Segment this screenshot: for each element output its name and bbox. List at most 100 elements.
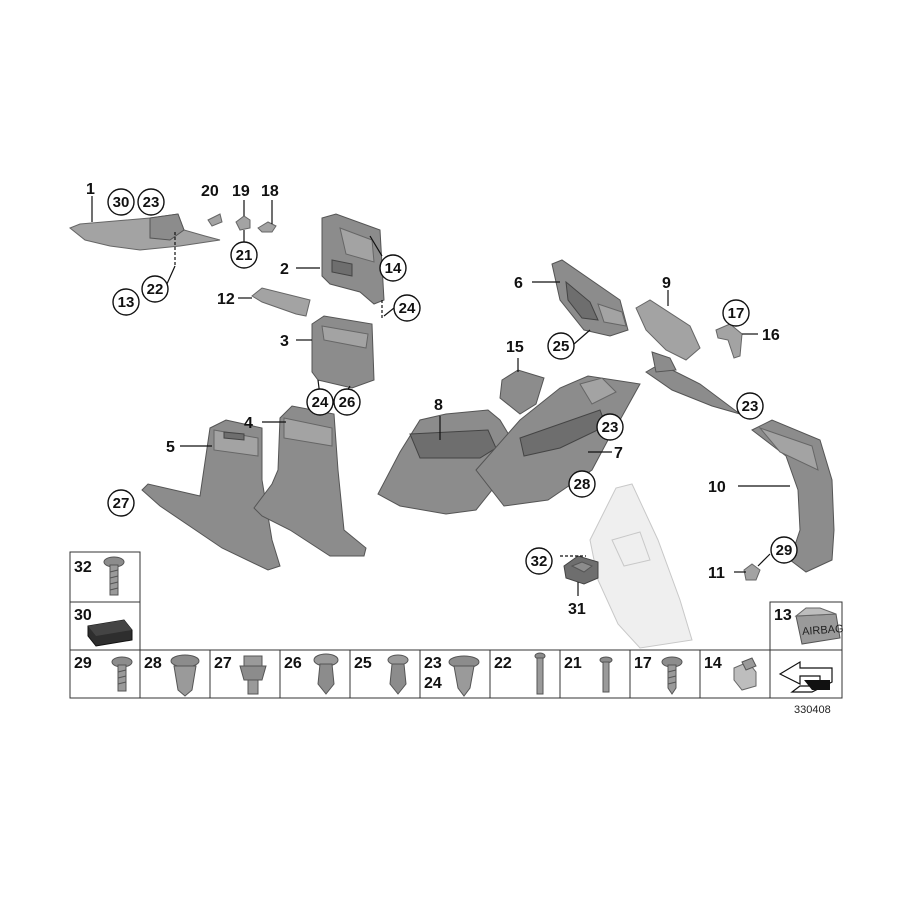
- callout-9: 9: [662, 275, 671, 292]
- callout-23: 23: [602, 419, 619, 436]
- callout-14: 14: [385, 260, 402, 277]
- grid-label-14: 14: [704, 655, 722, 672]
- callout-29: 29: [776, 542, 793, 559]
- screw-22-icon: [534, 652, 546, 695]
- part-19-clip: [235, 215, 251, 231]
- part-7-rear-side-trim-right: [475, 375, 641, 507]
- clip-28-icon: [170, 654, 200, 697]
- grid-label-27: 27: [214, 655, 232, 672]
- callout-circle: [525, 547, 553, 575]
- part-ghost-airbag-panel: [589, 483, 693, 649]
- callout-4: 4: [244, 415, 253, 432]
- callout-circle: [736, 392, 764, 420]
- hardware-grid: [69, 551, 843, 699]
- callout-circle: [141, 275, 169, 303]
- part-12-trim-strip: [251, 287, 311, 317]
- grid-label-23: 23: [424, 655, 442, 672]
- callout-24: 24: [399, 300, 416, 317]
- callout-circle: [107, 489, 135, 517]
- part-6-c-pillar-trim: [551, 259, 629, 337]
- callout-25: 25: [553, 338, 570, 355]
- callout-16: 16: [762, 327, 780, 344]
- part-3-b-pillar-lower: [311, 315, 375, 389]
- callout-circle: [596, 413, 624, 441]
- callout-21: 21: [236, 247, 253, 264]
- part-10-wheel-arch-trim: [751, 419, 835, 573]
- hardware-grid-labels: 32 30 13 29 28 27 26 25 23 24 22 21 17 1…: [74, 559, 792, 692]
- part-9-d-pillar-trim: [635, 299, 741, 415]
- grid-label-22: 22: [494, 655, 512, 672]
- callout-2: 2: [280, 261, 289, 278]
- callout-15: 15: [506, 339, 524, 356]
- callout-3: 3: [280, 333, 289, 350]
- callout-18: 18: [261, 183, 279, 200]
- callout-28: 28: [574, 476, 591, 493]
- screw-32-icon: [103, 556, 125, 596]
- callout-12: 12: [217, 291, 235, 308]
- callout-circle: [393, 294, 421, 322]
- grid-label-29: 29: [74, 655, 92, 672]
- grid-label-25: 25: [354, 655, 372, 672]
- clip-26-icon: [313, 653, 339, 695]
- airbag-badge-text: AIRBAG: [802, 623, 844, 638]
- grid-label-13: 13: [774, 607, 792, 624]
- callout-circle: [230, 241, 258, 269]
- reference-number: 330408: [794, 704, 831, 716]
- part-31-switch: [563, 555, 599, 585]
- part-2-b-pillar-upper: [321, 213, 385, 305]
- callout-24: 24: [312, 394, 329, 411]
- callout-30: 30: [113, 194, 130, 211]
- callout-17: 17: [728, 305, 745, 322]
- clip-23-24-icon: [448, 655, 480, 697]
- callout-11: 11: [708, 565, 725, 582]
- airbag-badge-13-icon: AIRBAG: [794, 607, 844, 645]
- part-4-b-pillar-lower-trim-right: [253, 405, 367, 557]
- callout-26: 26: [339, 394, 356, 411]
- callout-23: 23: [742, 398, 759, 415]
- grid-label-32: 32: [74, 559, 92, 576]
- callout-circle: [112, 288, 140, 316]
- callout-19: 19: [232, 183, 250, 200]
- callout-circle: [379, 254, 407, 282]
- callout-circle: [547, 332, 575, 360]
- callout-circle: [306, 388, 334, 416]
- callout-circle: [770, 536, 798, 564]
- foam-pad-30-icon: [87, 619, 133, 647]
- grid-label-26: 26: [284, 655, 302, 672]
- callout-1: 1: [86, 181, 95, 198]
- callout-circle: [107, 188, 135, 216]
- part-18-clip: [257, 221, 277, 233]
- clip-25-icon: [387, 654, 409, 695]
- callout-7: 7: [614, 445, 623, 462]
- callout-5: 5: [166, 439, 175, 456]
- grid-label-24: 24: [424, 675, 442, 692]
- grid-label-21: 21: [564, 655, 582, 672]
- callout-8: 8: [434, 397, 443, 414]
- callout-6: 6: [514, 275, 523, 292]
- callout-10: 10: [708, 479, 726, 496]
- screw-21-icon: [599, 656, 613, 693]
- clip-27-icon: [239, 655, 267, 695]
- callout-32: 32: [531, 553, 548, 570]
- callout-circle: [137, 188, 165, 216]
- callout-31: 31: [568, 601, 586, 618]
- callout-13: 13: [118, 294, 135, 311]
- callout-circle: [722, 299, 750, 327]
- screw-17-icon: [661, 656, 683, 695]
- part-20-clip: [207, 213, 223, 227]
- screw-29-icon: [111, 656, 133, 692]
- callout-circle: [568, 470, 596, 498]
- grid-label-17: 17: [634, 655, 652, 672]
- part-11-clip: [743, 563, 761, 581]
- callout-labels: 1 30 23 20 19 18 21 13 22 2 14 12 24 3 2…: [86, 181, 798, 618]
- direction-arrow-icon: [778, 660, 833, 693]
- part-5-b-pillar-lower-trim-left: [141, 419, 281, 571]
- callout-circle: [333, 388, 361, 416]
- callout-23: 23: [143, 194, 160, 211]
- part-16-bracket: [715, 323, 743, 359]
- callout-27: 27: [113, 495, 130, 512]
- callout-20: 20: [201, 183, 219, 200]
- callout-22: 22: [147, 281, 164, 298]
- grid-label-30: 30: [74, 607, 92, 624]
